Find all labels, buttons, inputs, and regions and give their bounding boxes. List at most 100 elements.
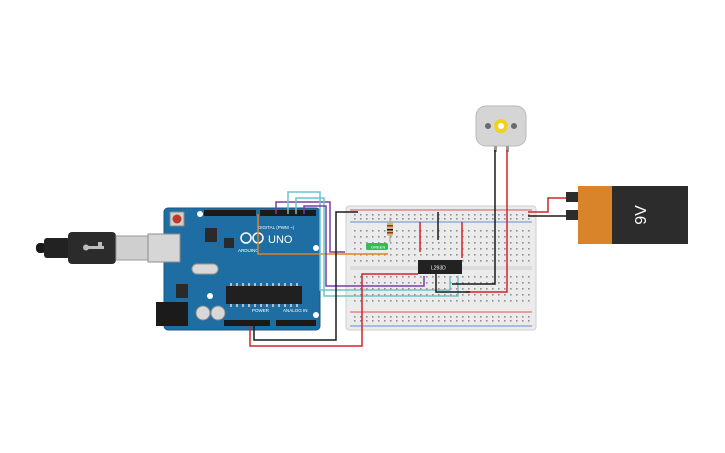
- breadboard-hole[interactable]: [396, 288, 398, 290]
- breadboard-hole[interactable]: [456, 320, 458, 322]
- breadboard-hole[interactable]: [504, 254, 506, 256]
- breadboard-hole[interactable]: [492, 236, 494, 238]
- breadboard-hole[interactable]: [456, 214, 458, 216]
- breadboard-hole[interactable]: [420, 254, 422, 256]
- breadboard-hole[interactable]: [378, 236, 380, 238]
- breadboard-hole[interactable]: [486, 316, 488, 318]
- breadboard-hole[interactable]: [462, 254, 464, 256]
- breadboard-hole[interactable]: [408, 236, 410, 238]
- breadboard-hole[interactable]: [432, 276, 434, 278]
- breadboard-hole[interactable]: [480, 288, 482, 290]
- breadboard-hole[interactable]: [492, 242, 494, 244]
- breadboard-hole[interactable]: [468, 236, 470, 238]
- breadboard-hole[interactable]: [522, 316, 524, 318]
- breadboard-hole[interactable]: [444, 276, 446, 278]
- breadboard-hole[interactable]: [390, 282, 392, 284]
- breadboard-hole[interactable]: [510, 282, 512, 284]
- digital-header[interactable]: [204, 210, 316, 216]
- breadboard-hole[interactable]: [444, 236, 446, 238]
- breadboard-hole[interactable]: [498, 254, 500, 256]
- breadboard-hole[interactable]: [468, 276, 470, 278]
- breadboard-hole[interactable]: [450, 248, 452, 250]
- breadboard-hole[interactable]: [420, 276, 422, 278]
- breadboard-hole[interactable]: [486, 288, 488, 290]
- breadboard-hole[interactable]: [438, 282, 440, 284]
- breadboard-hole[interactable]: [384, 320, 386, 322]
- breadboard-hole[interactable]: [510, 230, 512, 232]
- breadboard-hole[interactable]: [372, 242, 374, 244]
- breadboard-hole[interactable]: [468, 294, 470, 296]
- breadboard-hole[interactable]: [378, 316, 380, 318]
- breadboard-hole[interactable]: [486, 300, 488, 302]
- breadboard-hole[interactable]: [378, 276, 380, 278]
- breadboard-hole[interactable]: [396, 254, 398, 256]
- breadboard-hole[interactable]: [354, 276, 356, 278]
- breadboard-hole[interactable]: [510, 248, 512, 250]
- breadboard-hole[interactable]: [354, 288, 356, 290]
- breadboard-hole[interactable]: [516, 214, 518, 216]
- breadboard-hole[interactable]: [444, 248, 446, 250]
- breadboard-hole[interactable]: [462, 248, 464, 250]
- breadboard-hole[interactable]: [492, 320, 494, 322]
- breadboard-hole[interactable]: [504, 282, 506, 284]
- breadboard-hole[interactable]: [366, 320, 368, 322]
- breadboard-hole[interactable]: [474, 288, 476, 290]
- breadboard-hole[interactable]: [372, 260, 374, 262]
- breadboard-hole[interactable]: [396, 260, 398, 262]
- breadboard-hole[interactable]: [516, 294, 518, 296]
- breadboard-hole[interactable]: [438, 320, 440, 322]
- breadboard-hole[interactable]: [516, 316, 518, 318]
- breadboard-hole[interactable]: [432, 282, 434, 284]
- breadboard-hole[interactable]: [492, 288, 494, 290]
- breadboard-hole[interactable]: [390, 320, 392, 322]
- breadboard-hole[interactable]: [492, 230, 494, 232]
- breadboard-hole[interactable]: [450, 218, 452, 220]
- breadboard-hole[interactable]: [474, 218, 476, 220]
- breadboard-hole[interactable]: [474, 320, 476, 322]
- breadboard-hole[interactable]: [432, 214, 434, 216]
- resistor[interactable]: [387, 218, 393, 242]
- breadboard-hole[interactable]: [444, 316, 446, 318]
- breadboard-hole[interactable]: [456, 254, 458, 256]
- breadboard-hole[interactable]: [360, 294, 362, 296]
- breadboard-hole[interactable]: [390, 254, 392, 256]
- breadboard-hole[interactable]: [354, 282, 356, 284]
- breadboard-hole[interactable]: [390, 236, 392, 238]
- breadboard-hole[interactable]: [438, 230, 440, 232]
- breadboard-hole[interactable]: [456, 230, 458, 232]
- breadboard-hole[interactable]: [510, 294, 512, 296]
- breadboard-hole[interactable]: [456, 276, 458, 278]
- breadboard-hole[interactable]: [366, 282, 368, 284]
- breadboard-hole[interactable]: [414, 282, 416, 284]
- breadboard-hole[interactable]: [414, 320, 416, 322]
- breadboard-hole[interactable]: [528, 254, 530, 256]
- breadboard-hole[interactable]: [402, 294, 404, 296]
- breadboard-hole[interactable]: [456, 300, 458, 302]
- breadboard-hole[interactable]: [480, 294, 482, 296]
- breadboard-hole[interactable]: [462, 294, 464, 296]
- breadboard-hole[interactable]: [468, 242, 470, 244]
- dc-motor[interactable]: [475, 105, 527, 152]
- breadboard-hole[interactable]: [456, 288, 458, 290]
- breadboard-hole[interactable]: [462, 320, 464, 322]
- breadboard-hole[interactable]: [402, 242, 404, 244]
- breadboard-hole[interactable]: [444, 288, 446, 290]
- breadboard-hole[interactable]: [498, 248, 500, 250]
- breadboard-hole[interactable]: [420, 288, 422, 290]
- breadboard-hole[interactable]: [450, 320, 452, 322]
- breadboard-hole[interactable]: [366, 214, 368, 216]
- breadboard-hole[interactable]: [420, 300, 422, 302]
- breadboard-hole[interactable]: [390, 218, 392, 220]
- breadboard-hole[interactable]: [528, 260, 530, 262]
- breadboard-hole[interactable]: [510, 242, 512, 244]
- breadboard-hole[interactable]: [462, 316, 464, 318]
- breadboard-hole[interactable]: [396, 294, 398, 296]
- breadboard-hole[interactable]: [432, 316, 434, 318]
- breadboard-hole[interactable]: [366, 218, 368, 220]
- breadboard-hole[interactable]: [390, 214, 392, 216]
- breadboard-hole[interactable]: [438, 300, 440, 302]
- breadboard-hole[interactable]: [462, 218, 464, 220]
- breadboard-hole[interactable]: [468, 230, 470, 232]
- breadboard-hole[interactable]: [420, 320, 422, 322]
- breadboard-hole[interactable]: [396, 236, 398, 238]
